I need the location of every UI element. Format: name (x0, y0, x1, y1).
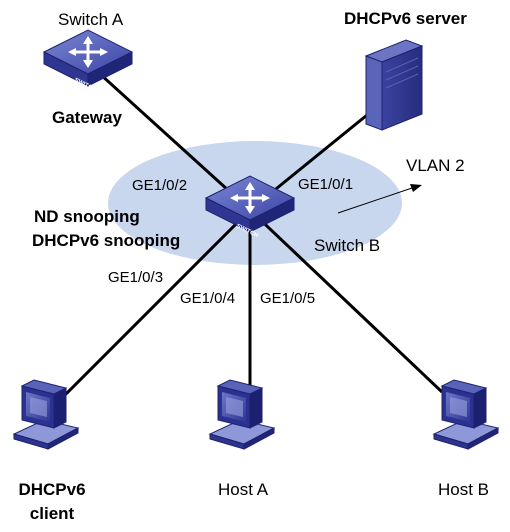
switch-b-label: Switch B (314, 236, 381, 255)
link-client (58, 208, 252, 402)
host-a-label: Host A (218, 480, 269, 499)
host-a-computer-icon (209, 379, 275, 450)
switch-a-label: Switch A (58, 10, 124, 29)
port-ge-1-0-4: GE1/0/4 (180, 290, 236, 307)
vlan-arrow (337, 184, 422, 214)
vlan-label: VLAN 2 (406, 156, 465, 175)
server-icon (364, 39, 424, 131)
port-ge-1-0-2: GE1/0/2 (132, 177, 188, 194)
port-ge-1-0-5: GE1/0/5 (260, 290, 316, 307)
switch-a-icon: SWITCH (42, 28, 134, 93)
host-b-label: Host B (438, 480, 490, 499)
link-switch-a (98, 72, 252, 212)
link-host-b (248, 208, 444, 394)
port-ge-1-0-3: GE1/0/3 (108, 269, 164, 286)
dhcp-client-label-line1: DHCPv6 (18, 480, 86, 499)
links (58, 72, 444, 402)
gateway-label: Gateway (52, 108, 122, 127)
dhcp-client-label-line2: client (29, 504, 75, 523)
port-ge-1-0-1: GE1/0/1 (298, 176, 354, 193)
host-b-computer-icon (433, 379, 499, 450)
dhcpv6-snooping-label: DHCPv6 snooping (32, 231, 181, 250)
nd-snooping-label: ND snooping (34, 207, 140, 226)
dhcp-server-label: DHCPv6 server (344, 9, 467, 28)
